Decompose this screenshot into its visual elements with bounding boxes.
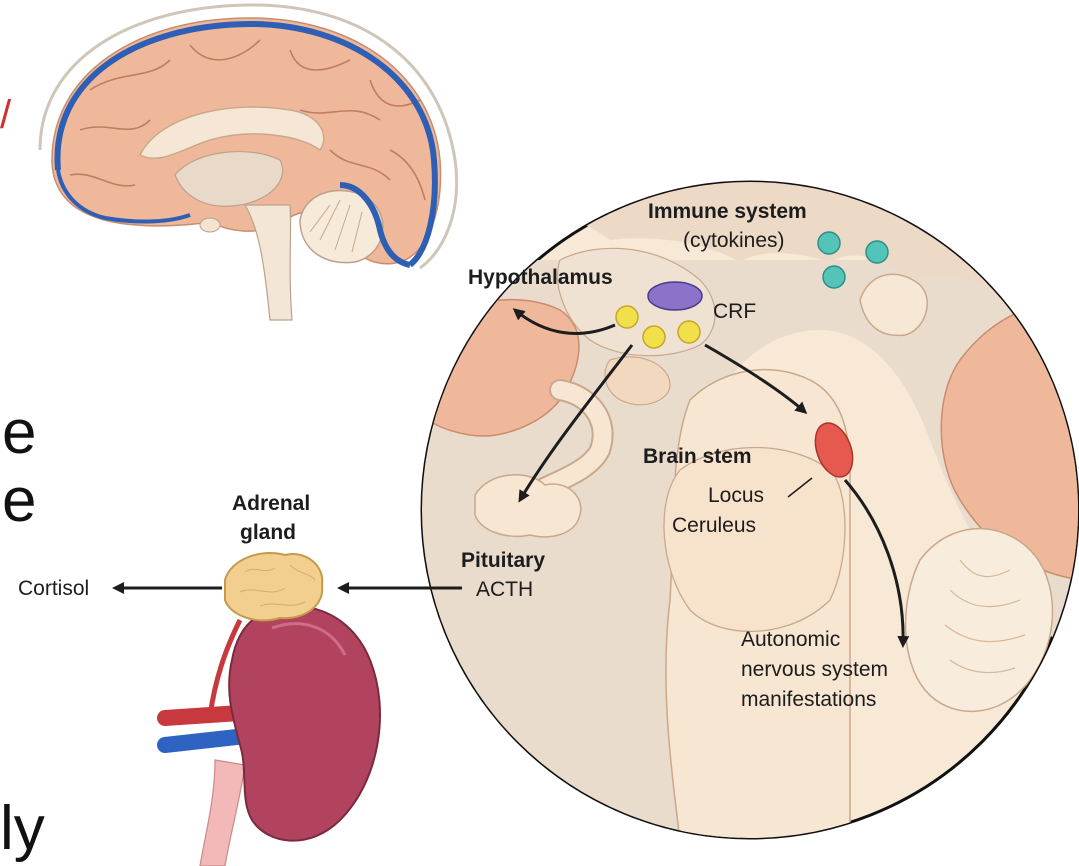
label-autonomic-line-1: Autonomic <box>741 628 840 651</box>
cytokine-dot-3 <box>823 266 845 288</box>
label-immune-system: Immune system <box>648 200 807 223</box>
cytokine-dot-1 <box>818 232 840 254</box>
label-crf: CRF <box>713 300 756 323</box>
label-pituitary: Pituitary <box>461 549 545 572</box>
brain-sagittal-illustration <box>40 5 457 320</box>
pituitary-small <box>200 218 220 232</box>
kidney <box>229 606 380 840</box>
ureter <box>200 760 245 866</box>
neuron-dot-3 <box>678 321 700 343</box>
label-cytokines: (cytokines) <box>683 229 785 252</box>
label-brain-stem: Brain stem <box>643 445 752 468</box>
cytokine-dot-2 <box>866 241 888 263</box>
adrenal-gland <box>225 553 322 620</box>
crf-oval <box>648 282 702 310</box>
label-hypothalamus: Hypothalamus <box>468 266 613 289</box>
neuron-dot-2 <box>643 326 665 348</box>
label-autonomic-line-3: manifestations <box>741 688 876 711</box>
kidney-adrenal-illustration <box>165 553 380 866</box>
label-acth: ACTH <box>476 578 533 601</box>
pons <box>664 448 845 632</box>
label-locus: Locus <box>708 484 764 507</box>
label-autonomic-line-2: nervous system <box>741 658 888 681</box>
label-adrenal: Adrenal <box>232 492 310 515</box>
label-gland: gland <box>240 521 296 544</box>
neuron-dot-1 <box>616 306 638 328</box>
label-cortisol: Cortisol <box>18 577 89 600</box>
cerebellum-large <box>906 529 1053 712</box>
label-ceruleus: Ceruleus <box>672 514 756 537</box>
